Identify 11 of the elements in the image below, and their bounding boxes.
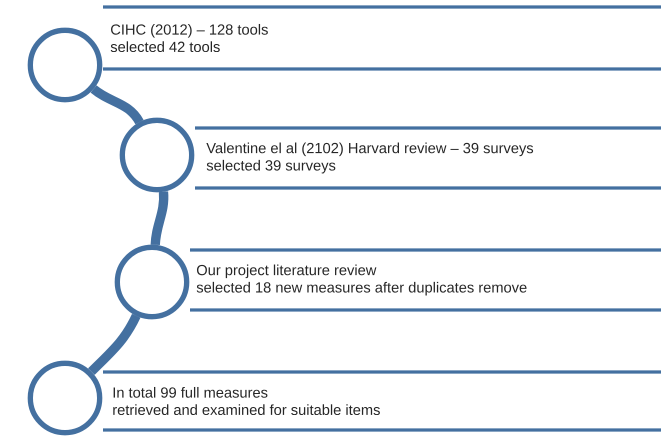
band-box: Our project literature review selected 18 new measures after duplicates remove (188, 248, 661, 312)
band-box: Valentine el al (2102) Harvard review – 39 surveys selected 39 surveys (193, 126, 661, 190)
band-box: In total 99 full measures retrieved and examined for suitable items (101, 370, 661, 432)
circle (28, 360, 102, 436)
circle (114, 244, 190, 320)
band-box: CIHC (2012) – 128 tools selected 42 tools (101, 5, 661, 71)
circle (28, 28, 102, 102)
connector-line (150, 192, 168, 246)
connector-line (90, 85, 144, 124)
circle (120, 118, 194, 192)
connector-line (88, 314, 140, 375)
